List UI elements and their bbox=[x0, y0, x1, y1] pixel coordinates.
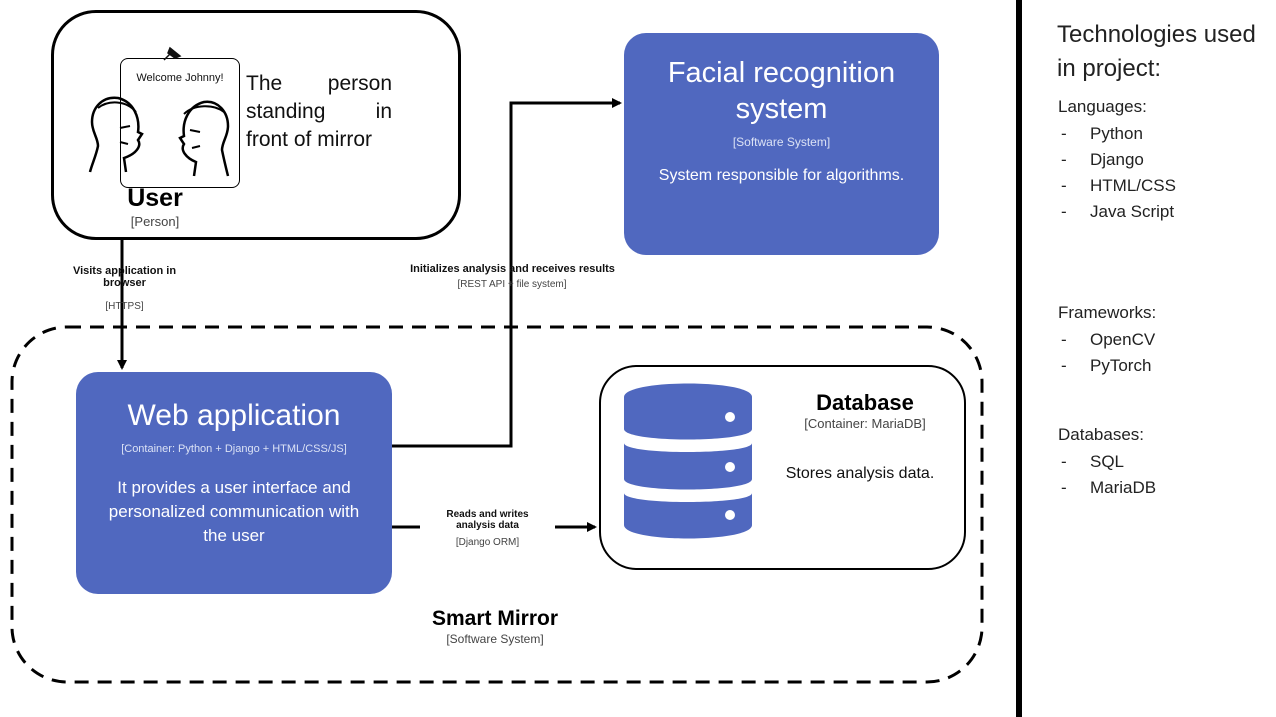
section-heading: Languages: bbox=[1058, 97, 1147, 116]
facial-recognition-system-box: Facial recognition system [Software Syst… bbox=[624, 33, 939, 255]
web-application-type: [Container: Python + Django + HTML/CSS/J… bbox=[121, 443, 347, 455]
edge-web-frs-tech: [REST API + file system] bbox=[457, 279, 567, 290]
frameworks-section: Frameworks: OpenCV PyTorch bbox=[1058, 303, 1156, 379]
list-item: Django bbox=[1058, 147, 1176, 173]
vertical-divider bbox=[1016, 0, 1022, 717]
edge-user-web-tech: [HTTPS] bbox=[105, 301, 144, 312]
list-item: HTML/CSS bbox=[1058, 173, 1176, 199]
edge-web-frs-label: Initializes analysis and receives result… bbox=[410, 263, 615, 275]
web-application-title: Web application bbox=[127, 399, 341, 432]
facial-recognition-description: System responsible for algorithms. bbox=[658, 167, 905, 184]
database-title: Database bbox=[816, 390, 914, 415]
list-item: OpenCV bbox=[1058, 327, 1156, 353]
list-item: Python bbox=[1058, 121, 1176, 147]
technologies-title: Technologies used in project: bbox=[1057, 21, 1256, 82]
facial-recognition-type: [Software System] bbox=[732, 135, 831, 149]
pushpin-icon bbox=[163, 46, 182, 61]
user-type: [Person] bbox=[130, 214, 180, 229]
databases-section: Databases: SQL MariaDB bbox=[1058, 425, 1156, 501]
face-left-icon bbox=[88, 96, 144, 173]
list-item: Java Script bbox=[1058, 199, 1176, 225]
edge-user-web-label: Visits application in browser bbox=[72, 265, 177, 289]
user-title: User bbox=[127, 184, 183, 212]
database-icon bbox=[624, 383, 752, 539]
smart-mirror-type: [Software System] bbox=[446, 632, 544, 646]
welcome-sign bbox=[120, 58, 240, 188]
list-item: SQL bbox=[1058, 449, 1156, 475]
edge-web-db-label: Reads and writes analysis data bbox=[446, 509, 529, 531]
user-description: The person standing in front of mirror bbox=[246, 72, 392, 151]
user-person-box bbox=[51, 10, 461, 240]
edge-web-to-frs bbox=[392, 98, 622, 448]
list-item: PyTorch bbox=[1058, 353, 1156, 379]
edge-web-db-tech: [Django ORM] bbox=[455, 537, 520, 548]
database-type: [Container: MariaDB] bbox=[804, 416, 926, 431]
section-heading: Databases: bbox=[1058, 425, 1144, 444]
smart-mirror-title: Smart Mirror bbox=[431, 607, 559, 630]
smart-mirror-boundary bbox=[10, 325, 984, 684]
list-item: MariaDB bbox=[1058, 475, 1156, 501]
web-application-box: Web application [Container: Python + Dja… bbox=[76, 372, 392, 594]
facial-recognition-title: Facial recognition system bbox=[667, 57, 896, 125]
web-application-description: It provides a user interface and persona… bbox=[108, 478, 360, 545]
section-heading: Frameworks: bbox=[1058, 303, 1157, 322]
languages-section: Languages: Python Django HTML/CSS Java S… bbox=[1058, 97, 1176, 225]
database-description: Stores analysis data. bbox=[785, 465, 935, 482]
face-right-icon bbox=[178, 100, 230, 177]
welcome-sign-text: Welcome Johnny! bbox=[136, 72, 224, 84]
